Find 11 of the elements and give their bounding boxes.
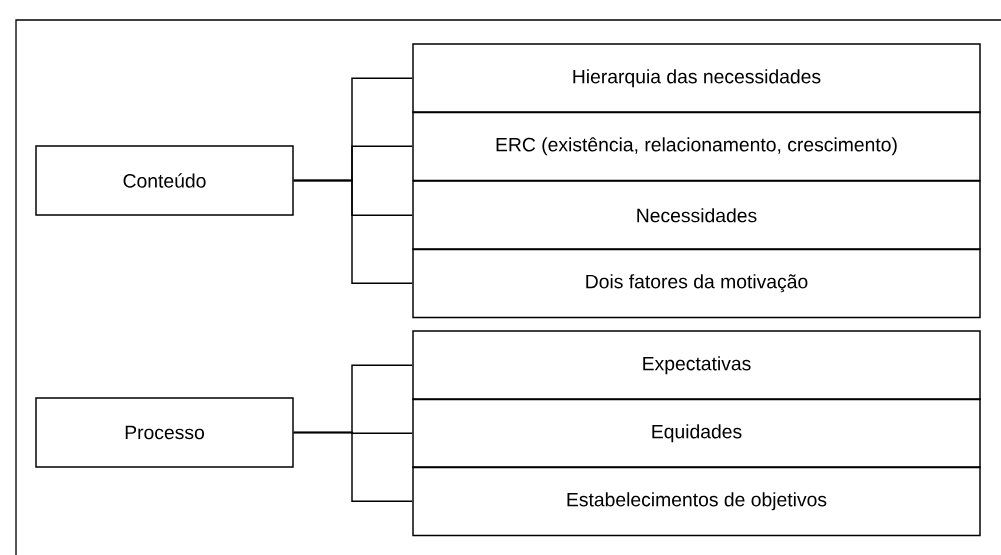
theory-box: ERC (existência, relacionamento, crescimento) xyxy=(412,111,981,182)
theory-box: Equidades xyxy=(412,398,981,469)
theory-box: Expectativas xyxy=(412,330,981,401)
theory-box: Estabelecimentos de objetivos xyxy=(412,466,981,537)
theory-box: Hierarquia das necessidades xyxy=(412,43,981,114)
theory-box: Dois fatores da motivação xyxy=(412,248,981,319)
category-box: Processo xyxy=(35,397,294,468)
connector xyxy=(293,179,413,284)
category-box: Conteúdo xyxy=(35,145,294,216)
connector xyxy=(293,431,413,502)
theory-box: Necessidades xyxy=(412,180,981,251)
